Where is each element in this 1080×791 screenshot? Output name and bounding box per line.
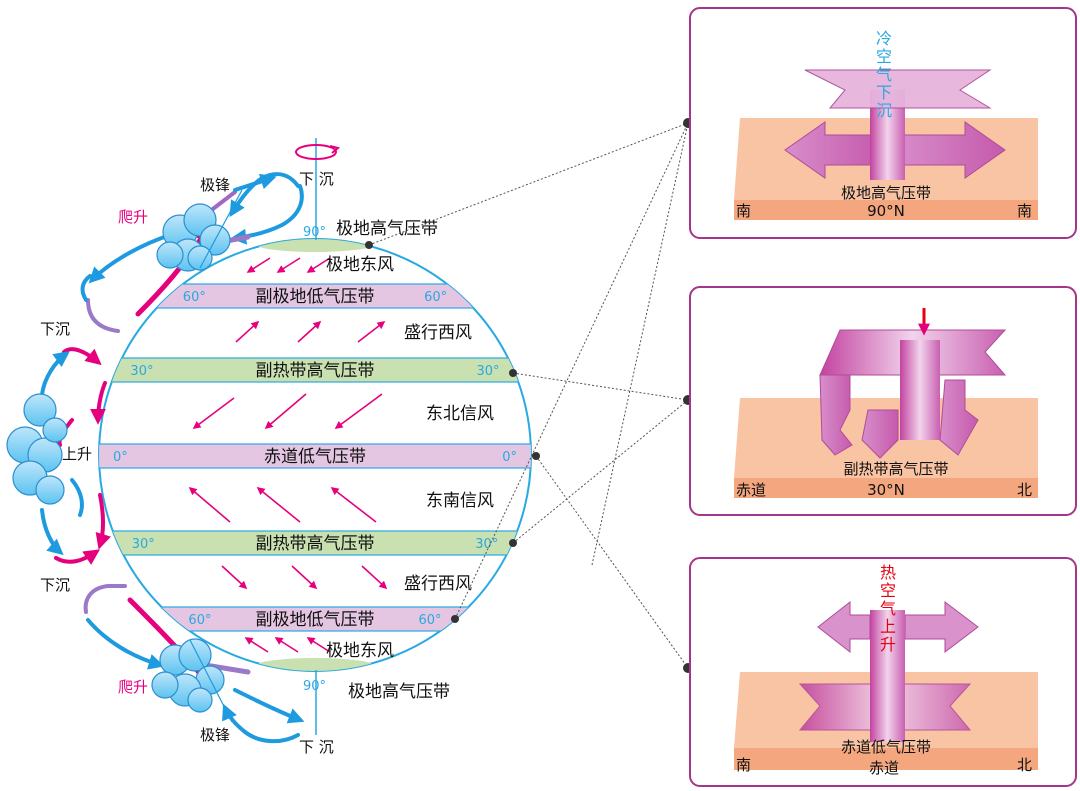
- panel-1-sub: 90°N: [867, 202, 905, 220]
- label-sink-top: 下 沉: [299, 170, 334, 188]
- band-degree-left: 60°: [183, 290, 206, 305]
- wind-arrow: [246, 257, 271, 273]
- wind-label-polar-easterly-north: 极地东风: [326, 255, 394, 275]
- panel-2-right: 北: [1017, 481, 1032, 499]
- wind-arrow: [244, 637, 269, 653]
- cloud-equator: [6, 393, 68, 505]
- pressure-band-label: 赤道低气压带: [264, 447, 366, 467]
- top-pole-degree: 90°: [303, 225, 326, 240]
- panel-1-name: 极地高气压带: [841, 184, 931, 202]
- wind-arrow: [256, 486, 301, 523]
- band-degree-right: 60°: [419, 613, 442, 628]
- label-climb-top: 爬升: [118, 208, 148, 226]
- band-degree-right: 30°: [475, 537, 498, 552]
- polar-front-line-north: [199, 189, 243, 269]
- wind-arrow: [361, 565, 388, 590]
- panel-1-right: 南: [1017, 202, 1032, 220]
- band-degree-left: 30°: [132, 537, 155, 552]
- band-degree-right: 60°: [424, 290, 447, 305]
- wind-label-ne-trade: 东北信风: [426, 404, 494, 424]
- band-degree-left: 0°: [113, 450, 128, 465]
- panel-1-vertical: 冷空气下沉: [876, 29, 892, 120]
- panel-2-sub: 30°N: [867, 481, 905, 499]
- top-outflow: [817, 600, 979, 654]
- rising-column-front: [870, 670, 905, 742]
- bottom-pole-degree: 90°: [303, 679, 326, 694]
- cloud-south-front: [151, 638, 225, 713]
- panel-2-name: 副热带高气压带: [843, 460, 948, 478]
- sinking-column: [870, 90, 905, 180]
- panel-3-name: 赤道低气压带: [841, 738, 931, 756]
- polar-front-line-south: [189, 639, 233, 723]
- wind-label-se-trade: 东南信风: [426, 491, 494, 511]
- wind-arrow: [221, 565, 248, 590]
- panel-polar-high: 冷空气下沉 极地高气压带 90°N 南 南: [689, 7, 1077, 239]
- label-front-bottom: 极锋: [200, 726, 230, 744]
- pressure-band: [99, 530, 531, 556]
- panel-3-left: 南: [736, 756, 751, 774]
- globe: [98, 138, 532, 735]
- panel-3-right: 北: [1017, 756, 1032, 774]
- pressure-band-label: 副热带高气压带: [256, 361, 375, 381]
- wind-arrow: [334, 393, 383, 429]
- bottom-pole-label: 极地高气压带: [348, 682, 450, 702]
- label-climb-bottom: 爬升: [118, 678, 148, 696]
- wind-arrow: [306, 257, 331, 273]
- panel-3-vertical: 热空气上升: [880, 563, 896, 654]
- wind-arrow: [291, 565, 318, 590]
- connector-lines: [368, 122, 689, 669]
- top-pole-label: 极地高气压带: [336, 219, 438, 239]
- wind-arrow: [264, 393, 307, 430]
- panel-equatorial-low: 热空气上升 赤道低气压带 赤道 南 北: [689, 557, 1077, 787]
- panel-3-sub: 赤道: [869, 759, 899, 777]
- top-inflow: [804, 69, 992, 109]
- wind-arrow: [330, 487, 377, 523]
- wind-arrow: [188, 486, 231, 523]
- label-sink-left-top: 下沉: [40, 320, 70, 338]
- wind-arrow: [306, 637, 331, 653]
- rotation-icon: [295, 144, 337, 160]
- wind-label-polar-easterly-south: 极地东风: [326, 641, 394, 661]
- cloud-north-front: [156, 203, 231, 272]
- pressure-band-label: 副热带高气压带: [256, 534, 375, 554]
- wind-arrow: [276, 257, 301, 273]
- left-down-block: [819, 374, 853, 456]
- label-sink-bottom: 下 沉: [299, 738, 334, 756]
- wind-arrow: [274, 637, 299, 653]
- down-column: [900, 340, 940, 440]
- band-degree-right: 30°: [477, 364, 500, 379]
- band-degree-left: 60°: [188, 613, 211, 628]
- panel-2-left: 赤道: [736, 481, 766, 499]
- label-front-top: 极锋: [200, 176, 230, 194]
- left-foot-arrow: [861, 409, 899, 459]
- pressure-band-label: 副极地低气压带: [256, 287, 375, 307]
- wind-label-westerly-north: 盛行西风: [404, 323, 472, 343]
- pressure-band-label: 副极地低气压带: [256, 610, 375, 630]
- panel-1-left: 南: [736, 202, 751, 220]
- band-degree-left: 30°: [130, 364, 153, 379]
- wind-arrow: [192, 397, 235, 429]
- right-foot-arrow: [939, 379, 979, 456]
- label-sink-left-bottom: 下沉: [40, 576, 70, 594]
- pressure-band: [99, 443, 531, 469]
- outflow-arrow-right: [894, 121, 1006, 179]
- wind-arrow: [297, 320, 322, 343]
- label-rise-left: 上升: [62, 445, 92, 463]
- pressure-band: [99, 357, 531, 383]
- wind-arrow: [235, 320, 260, 343]
- wind-label-westerly-south: 盛行西风: [404, 574, 472, 594]
- band-degree-right: 0°: [502, 450, 517, 465]
- wind-arrow: [357, 321, 386, 343]
- panel-subtropical-high: 副热带高气压带 30°N 赤道 北: [689, 286, 1077, 516]
